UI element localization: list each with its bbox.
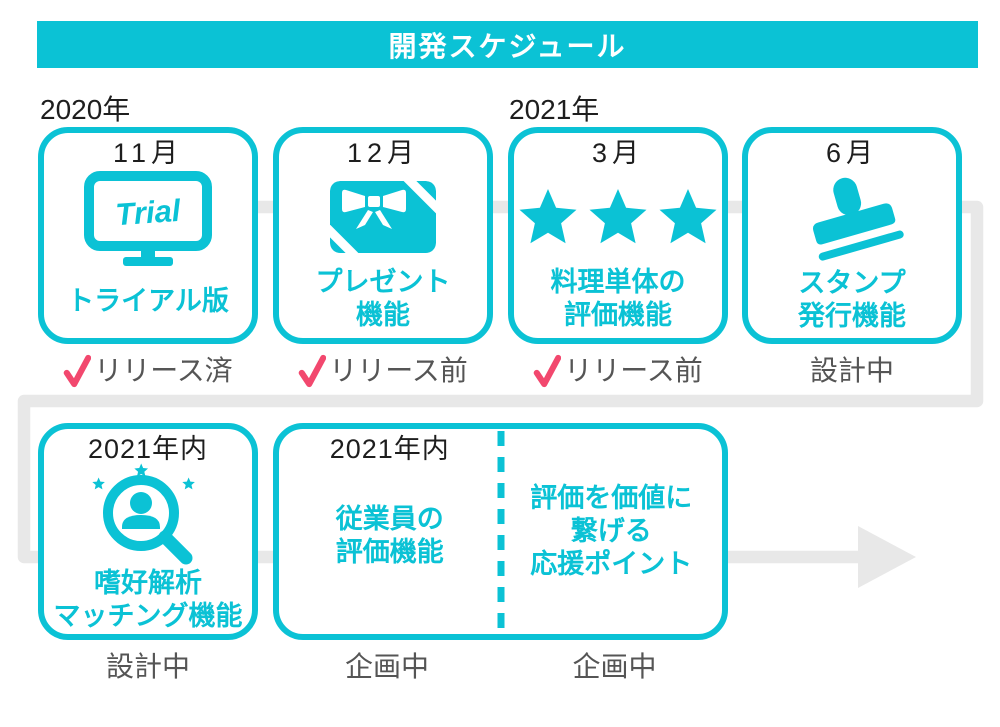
feature-label: 従業員の 評価機能: [335, 503, 444, 567]
header-bar: 開発スケジュール: [37, 21, 978, 68]
feature-label: 嗜好解析 マッチング機能: [53, 568, 243, 631]
gift-card-icon: [330, 180, 436, 253]
three-stars-icon: [519, 188, 717, 243]
status-planning: 企画中: [273, 645, 501, 685]
status-label: リリース済: [94, 355, 233, 386]
arrowhead-icon: [858, 526, 916, 588]
card-matching: 2021年内 嗜好解析 マッチング機能: [38, 423, 258, 640]
dashed-divider: [497, 431, 504, 634]
year-label-2021: 2021年: [509, 94, 600, 125]
card-stamp: 6月 スタンプ 発行機能: [742, 127, 962, 344]
period-label: 2021年内: [87, 434, 209, 464]
status-designing: 設計中: [38, 645, 258, 685]
trial-icon-label: Trial: [114, 193, 183, 233]
check-icon: [533, 354, 562, 388]
card-future-plans: 2021年内 従業員の 評価機能 評価を価値に 繋げる 応援ポイント: [273, 423, 728, 640]
check-icon: [63, 354, 92, 388]
status-label: 企画中: [344, 651, 429, 682]
card-present: 12月 プレゼント 機能: [273, 127, 493, 344]
feature-label: プレゼント 機能: [315, 267, 451, 330]
check-icon: [298, 354, 327, 388]
status-pre-release: リリース前: [508, 349, 728, 389]
status-label: 設計中: [105, 651, 190, 682]
page-title: 開発スケジュール: [388, 30, 627, 62]
feature-label: 料理単体の 評価機能: [550, 267, 686, 330]
card-trial: 11月 Trial トライアル版: [38, 127, 258, 344]
feature-label: 評価を価値に 繋げる 応援ポイント: [530, 483, 693, 579]
month-label: 12月: [346, 138, 420, 168]
status-label: リリース前: [564, 355, 703, 386]
stamp-icon: [812, 177, 904, 261]
status-label: 設計中: [809, 355, 894, 386]
month-label: 11月: [112, 138, 184, 168]
period-label: 2021年内: [329, 434, 450, 464]
status-planning: 企画中: [501, 645, 728, 685]
wide-card-right-section: 評価を価値に 繋げる 応援ポイント: [501, 429, 723, 634]
status-label: 企画中: [572, 651, 657, 682]
trial-monitor-icon: Trial: [84, 171, 212, 266]
status-designing: 設計中: [742, 349, 962, 389]
status-label: リリース前: [329, 355, 468, 386]
year-label-2020: 2020年: [40, 94, 131, 125]
month-label: 3月: [591, 138, 645, 168]
status-pre-release: リリース前: [273, 349, 493, 389]
wide-card-left-section: 2021年内 従業員の 評価機能: [279, 429, 501, 634]
month-label: 6月: [825, 138, 879, 168]
person-search-icon: [92, 463, 195, 565]
feature-label: スタンプ 発行機能: [798, 268, 906, 331]
feature-label: トライアル版: [67, 286, 229, 316]
status-released: リリース済: [38, 349, 258, 389]
card-rating: 3月 料理単体の 評価機能: [508, 127, 728, 344]
